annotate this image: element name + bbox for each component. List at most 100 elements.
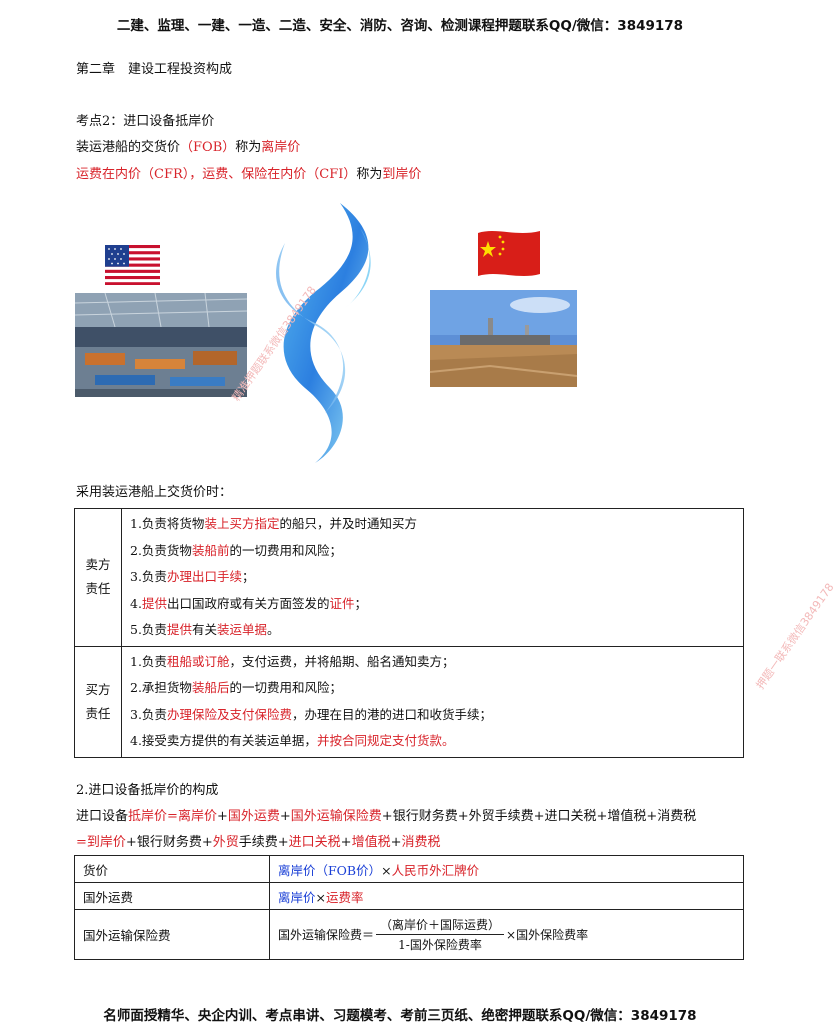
seller-item-segment: 提供 xyxy=(166,622,192,637)
seller-item-2: 2.负责货物装船前的一切费用和风险； xyxy=(130,538,735,565)
buyer-item-segment: 装船后 xyxy=(191,680,230,695)
chapter-title: 第二章 建设工程投资构成 xyxy=(76,62,233,77)
formula-denominator: 1-国外保险费率 xyxy=(398,938,482,952)
buyer-item-segment: ，支付运费，并将船期、船名通知卖方； xyxy=(229,653,455,669)
formula-fraction: （离岸价＋国际运费） 1-国外保险费率 xyxy=(376,916,505,953)
equation-segment: 国外运费 xyxy=(227,809,280,824)
seller-item-3: 3.负责办理出口手续； xyxy=(130,564,735,591)
cif-called: 称为 xyxy=(356,167,383,182)
seller-item-segment: 1.负责将货物 xyxy=(130,516,205,531)
row-value-segment: 离岸价（FOB价） xyxy=(278,862,382,878)
row-value-segment: × xyxy=(315,889,326,905)
formula-lhs: 国外运输保险费＝ xyxy=(278,928,375,942)
seller-item-1: 1.负责将货物装上买方指定的船只，并及时通知买方 xyxy=(130,511,735,538)
buyer-items: 1.负责租船或订舱，支付运费，并将船期、船名通知卖方；2.承担货物装船后的一切费… xyxy=(121,645,744,758)
point-title: 考点2：进口设备抵岸价 xyxy=(76,114,215,129)
equation-segment: + xyxy=(390,835,402,850)
watermark: 押题一联系微信3849178 xyxy=(753,580,837,692)
seller-item-segment: 的船只，并及时通知买方 xyxy=(279,516,417,531)
buyer-item-segment: 4.接受卖方提供的有关装运单据， xyxy=(130,733,317,748)
fob-text: 装运港船的交货价 xyxy=(76,140,181,155)
intro-text: 采用装运港船上交货价时： xyxy=(76,485,233,500)
seller-item-segment: 5.负责 xyxy=(130,622,167,637)
seller-item-segment: 。 xyxy=(266,622,280,637)
seller-item-segment: 3.负责 xyxy=(130,569,167,584)
buyer-item-2: 2.承担货物装船后的一切费用和风险； xyxy=(130,675,735,702)
buyer-item-segment: 办理保险及支付保险费 xyxy=(166,706,292,722)
row-label: 国外运输保险费 xyxy=(74,909,270,960)
buyer-role: 买方责任 xyxy=(74,645,122,758)
fob-line: 装运港船的交货价（FOB）称为离岸价 xyxy=(76,136,300,155)
composition-table: 货价 离岸价（FOB价）×人民币外汇牌价 国外运费 离岸价×运费率 国外运输保险… xyxy=(74,855,744,960)
buyer-item-segment: 并按合同规定支付货款。 xyxy=(316,733,455,748)
equation-segment: 进口关税 xyxy=(288,835,341,850)
china-flag-icon xyxy=(478,231,540,276)
factory-image xyxy=(74,292,248,397)
page-footer: 名师面授精华、央企内训、考点串讲、习题模考、考前三页纸、绝密押题联系QQ/微信：… xyxy=(103,1008,697,1024)
table-row: 货价 离岸价（FOB价）×人民币外汇牌价 xyxy=(74,855,744,883)
buyer-item-segment: 2.承担货物 xyxy=(130,680,192,695)
equation-segment: 国外运输保险费 xyxy=(290,809,382,824)
table-row: 国外运费 离岸价×运费率 xyxy=(74,882,744,910)
row-value-segment: × xyxy=(381,862,392,878)
seller-item-segment: 2.负责货物 xyxy=(130,542,192,558)
seller-item-5: 5.负责提供有关装运单据。 xyxy=(130,617,735,644)
us-flag-icon xyxy=(105,245,160,285)
buyer-item-segment: 3.负责 xyxy=(130,706,167,722)
equation-segment: + xyxy=(340,835,352,850)
row-label: 国外运费 xyxy=(74,882,270,910)
construction-site-image xyxy=(429,290,578,387)
seller-item-segment: 证件 xyxy=(329,595,355,611)
buyer-item-segment: 的一切费用和风险； xyxy=(229,680,342,695)
cif-result: 到岸价 xyxy=(382,167,422,182)
buyer-item-4: 4.接受卖方提供的有关装运单据，并按合同规定支付货款。 xyxy=(130,728,735,755)
row-value-segment: 运费率 xyxy=(326,889,364,905)
buyer-row: 买方责任 1.负责租船或订舱，支付运费，并将船期、船名通知卖方；2.承担货物装船… xyxy=(74,645,744,758)
buyer-item-3: 3.负责办理保险及支付保险费，办理在目的港的进口和收货手续； xyxy=(130,702,735,729)
fob-result: 离岸价 xyxy=(261,140,301,155)
equation-segment: 到岸价 xyxy=(86,835,126,850)
page-header: 二建、监理、一建、一造、二造、安全、消防、咨询、检测课程押题联系QQ/微信：38… xyxy=(116,18,684,34)
row-formula: 国外运输保险费＝ （离岸价＋国际运费） 1-国外保险费率 ×国外保险费率 xyxy=(269,909,744,960)
fob-called: 称为 xyxy=(235,140,262,155)
fob-term: （FOB） xyxy=(180,140,236,155)
seller-item-segment: 4. xyxy=(130,595,142,611)
buyer-item-1: 1.负责租船或订舱，支付运费，并将船期、船名通知卖方； xyxy=(130,649,735,676)
table-row: 国外运输保险费 国外运输保险费＝ （离岸价＋国际运费） 1-国外保险费率 ×国外… xyxy=(74,909,744,960)
equation-segment: 抵岸价 xyxy=(128,809,168,824)
formula-numerator: （离岸价＋国际运费） xyxy=(376,916,505,935)
seller-item-segment: 提供 xyxy=(141,595,167,611)
seller-item-segment: 出口国政府或有关方面签发的 xyxy=(166,595,330,611)
seller-item-segment: 装上买方指定 xyxy=(204,516,280,531)
row-label: 货价 xyxy=(74,855,270,883)
insurance-formula: 国外运输保险费＝ （离岸价＋国际运费） 1-国外保险费率 ×国外保险费率 xyxy=(278,916,588,953)
seller-item-segment: 装运单据 xyxy=(216,622,267,637)
buyer-item-segment: ，办理在目的港的进口和收货手续； xyxy=(291,706,492,722)
equation-segment: 增值税 xyxy=(351,835,391,850)
equation-segment: = xyxy=(76,835,87,850)
row-value: 离岸价（FOB价）×人民币外汇牌价 xyxy=(269,855,744,883)
cif-text: 运费在内价（CFR），运费、保险在内价（CFI） xyxy=(76,167,357,182)
equation-segment: 离岸价 xyxy=(177,809,217,824)
blue-swirl-graphic xyxy=(276,203,371,463)
row-value: 离岸价×运费率 xyxy=(269,882,744,910)
seller-role: 卖方责任 xyxy=(74,508,122,647)
section2-title: 2.进口设备抵岸价的构成 xyxy=(76,783,219,798)
seller-item-segment: 有关 xyxy=(191,622,217,637)
buyer-item-segment: 租船或订舱 xyxy=(166,653,230,669)
equation-segment: + xyxy=(216,809,228,824)
equation-segment: = xyxy=(167,809,178,824)
seller-item-segment: 装船前 xyxy=(191,542,230,558)
equation-line-2: =到岸价+银行财务费+外贸手续费+进口关税+增值税+消费税 xyxy=(76,831,441,850)
seller-item-4: 4.提供出口国政府或有关方面签发的证件； xyxy=(130,591,735,618)
row-value-segment: 离岸价 xyxy=(278,889,316,905)
equation-segment: 进口设备 xyxy=(76,809,129,824)
equation-segment: + xyxy=(279,809,291,824)
equation-segment: +银行财务费+外贸手续费+进口关税+增值税+消费税 xyxy=(381,809,697,824)
equation-segment: 手续费+ xyxy=(238,835,289,850)
equation-segment: 消费税 xyxy=(401,835,441,850)
equation-segment: +银行财务费+ xyxy=(125,835,213,850)
